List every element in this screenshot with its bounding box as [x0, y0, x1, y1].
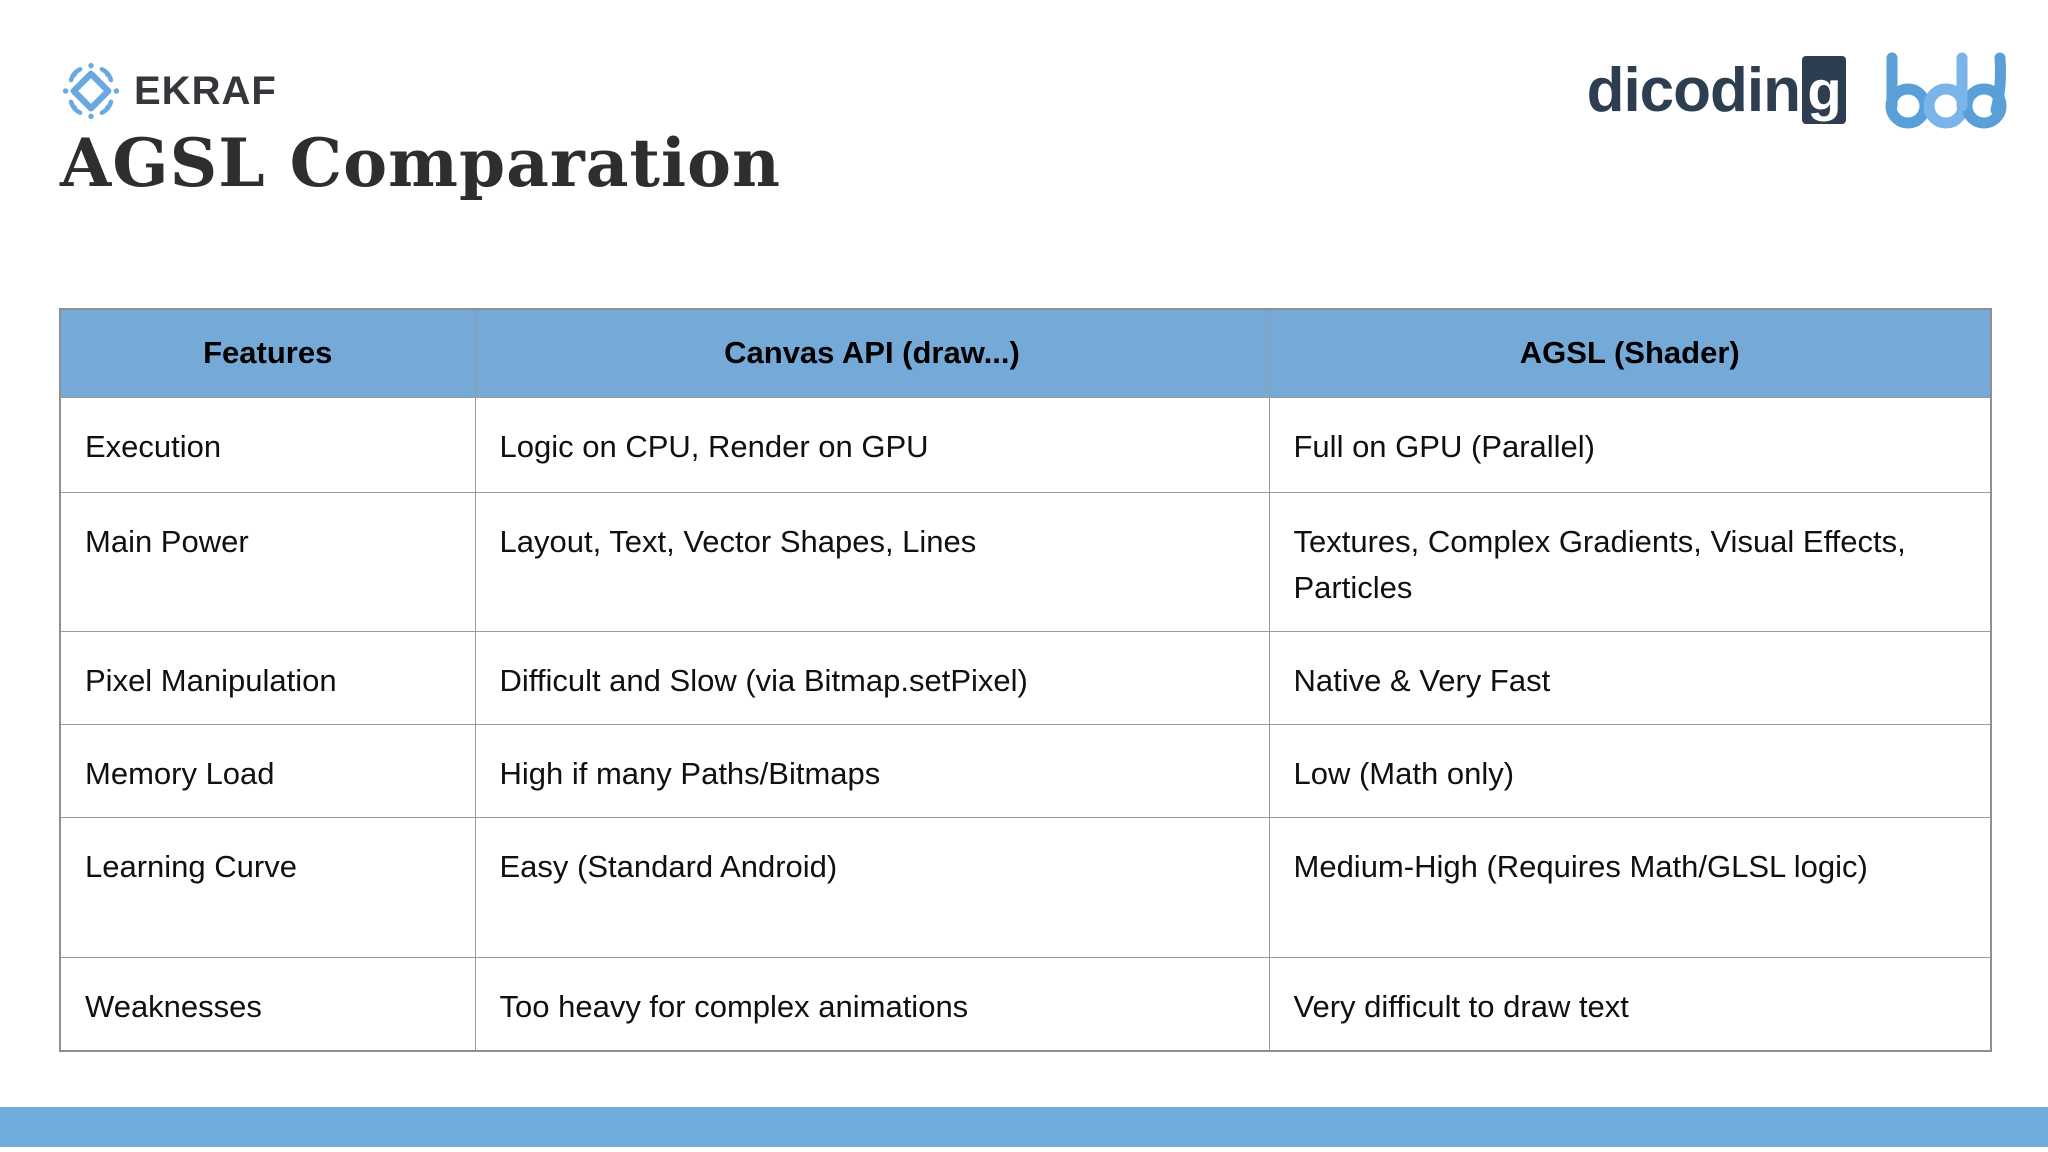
table-row: Main Power Layout, Text, Vector Shapes, … [59, 491, 1992, 632]
table-cell-agsl: Low (Math only) [1268, 723, 1992, 818]
table-cell-canvas: Too heavy for complex animations [474, 956, 1270, 1051]
ekraf-logo-label: EKRAF [134, 68, 277, 113]
table-row: Learning Curve Easy (Standard Android) M… [59, 816, 1992, 958]
table-row: Execution Logic on CPU, Render on GPU Fu… [59, 396, 1992, 493]
table-cell-canvas: Easy (Standard Android) [474, 816, 1270, 958]
dicoding-logo-text: dicodin [1586, 55, 1801, 125]
table-cell-canvas: High if many Paths/Bitmaps [474, 723, 1270, 818]
table-body: Execution Logic on CPU, Render on GPU Fu… [59, 396, 1992, 1051]
table-cell-agsl: Native & Very Fast [1268, 630, 1992, 725]
table-cell-feature: Memory Load [59, 723, 476, 818]
table-cell-canvas: Difficult and Slow (via Bitmap.setPixel) [474, 630, 1270, 725]
table-cell-agsl: Textures, Complex Gradients, Visual Effe… [1268, 491, 1992, 632]
table-row: Memory Load High if many Paths/Bitmaps L… [59, 723, 1992, 818]
page-title: AGSL Comparation [60, 124, 782, 202]
table-cell-feature: Execution [59, 396, 476, 493]
table-cell-agsl: Medium-High (Requires Math/GLSL logic) [1268, 816, 1992, 958]
table-cell-agsl: Very difficult to draw text [1268, 956, 1992, 1051]
dicoding-logo-g-box: g [1802, 56, 1846, 124]
snowflake-diamond-icon [62, 62, 120, 120]
footer-accent-bar [0, 1107, 2048, 1147]
table-cell-agsl: Full on GPU (Parallel) [1268, 396, 1992, 493]
table-cell-canvas: Logic on CPU, Render on GPU [474, 396, 1270, 493]
table-cell-feature: Learning Curve [59, 816, 476, 958]
table-header-row: Features Canvas API (draw...) AGSL (Shad… [59, 308, 1992, 398]
table-row: Pixel Manipulation Difficult and Slow (v… [59, 630, 1992, 725]
table-header-features: Features [59, 308, 476, 398]
table-header-agsl-shader: AGSL (Shader) [1268, 308, 1992, 398]
table-cell-feature: Weaknesses [59, 956, 476, 1051]
table-cell-feature: Main Power [59, 491, 476, 632]
table-cell-canvas: Layout, Text, Vector Shapes, Lines [474, 491, 1270, 632]
ekraf-logo: EKRAF [62, 62, 277, 120]
table-row: Weaknesses Too heavy for complex animati… [59, 956, 1992, 1051]
bdd-logo [1882, 48, 2008, 132]
comparison-table: Features Canvas API (draw...) AGSL (Shad… [59, 308, 1992, 1052]
table-header-canvas-api: Canvas API (draw...) [474, 308, 1270, 398]
table-cell-feature: Pixel Manipulation [59, 630, 476, 725]
bdd-logo-icon [1885, 52, 2007, 129]
